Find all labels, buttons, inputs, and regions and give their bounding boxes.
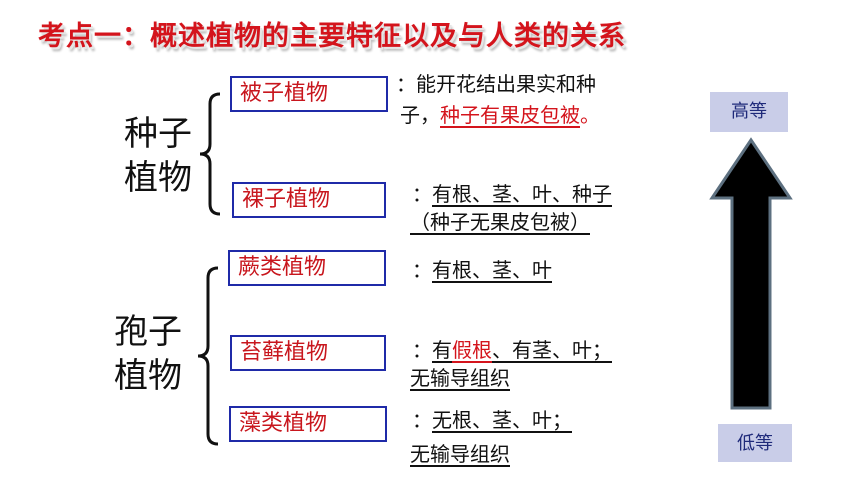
spore-plants-label-line1: 孢子 (114, 312, 182, 352)
algae-desc-line2: 无输导组织 (410, 442, 510, 466)
gymnosperm-features: 有根、茎、叶、种子 (432, 182, 612, 206)
seed-plants-label-line2: 植物 (124, 158, 192, 198)
fern-desc-line1: ：有根、茎、叶 (412, 256, 552, 284)
angiosperm-desc-prefix: 子， (400, 103, 440, 127)
seed-plants-label-line1: 种子 (124, 114, 192, 154)
moss-name: 苔藓植物 (240, 340, 329, 365)
spore-plants-brace (197, 266, 219, 446)
moss-desc-prefix: ： (412, 338, 432, 362)
fern-name: 蕨类植物 (238, 255, 327, 280)
moss-desc-line1: ：有假根、有茎、叶； (412, 336, 612, 364)
moss-features-b: 、有茎、叶； (492, 338, 612, 362)
evolution-up-arrow-icon (709, 137, 793, 410)
spore-plants-label-line2: 植物 (114, 356, 182, 396)
higher-label: 高等 (710, 92, 788, 132)
seed-plants-label: 种子 植物 (124, 112, 204, 200)
angiosperm-desc-line1: ：能开花结出果实和种 (396, 72, 596, 96)
moss-highlight: 假根 (452, 338, 492, 362)
algae-desc-prefix: ： (412, 408, 432, 432)
fern-box: 蕨类植物 (228, 250, 386, 286)
seed-plants-brace (199, 92, 221, 216)
algae-box: 藻类植物 (229, 406, 387, 442)
angiosperm-box: 被子植物 (230, 76, 388, 112)
lower-label: 低等 (718, 424, 792, 462)
algae-name: 藻类植物 (239, 411, 328, 436)
angiosperm-desc-line2: 子，种子有果皮包被。 (400, 101, 600, 129)
page-title: 考点一：概述植物的主要特征以及与人类的关系 (38, 21, 626, 52)
gymnosperm-desc-line1: ：有根、茎、叶、种子 (412, 180, 612, 208)
fern-features: 有根、茎、叶 (432, 258, 552, 282)
spore-plants-label: 孢子 植物 (114, 310, 194, 398)
algae-features: 无根、茎、叶； (432, 408, 572, 432)
moss-features-a: 有 (432, 338, 452, 362)
gymnosperm-desc-prefix: ： (412, 182, 432, 206)
moss-desc-line2: 无输导组织 (410, 366, 510, 390)
gymnosperm-box: 裸子植物 (232, 182, 386, 218)
moss-box: 苔藓植物 (230, 335, 386, 371)
algae-desc-line1: ：无根、茎、叶； (412, 406, 572, 434)
gymnosperm-desc-line2: （种子无果皮包被） (410, 210, 590, 234)
angiosperm-highlight: 种子有果皮包被 (440, 103, 580, 127)
angiosperm-name: 被子植物 (240, 81, 329, 106)
angiosperm-desc-suffix: 。 (580, 103, 600, 127)
gymnosperm-name: 裸子植物 (242, 187, 331, 212)
fern-desc-prefix: ： (412, 258, 432, 282)
